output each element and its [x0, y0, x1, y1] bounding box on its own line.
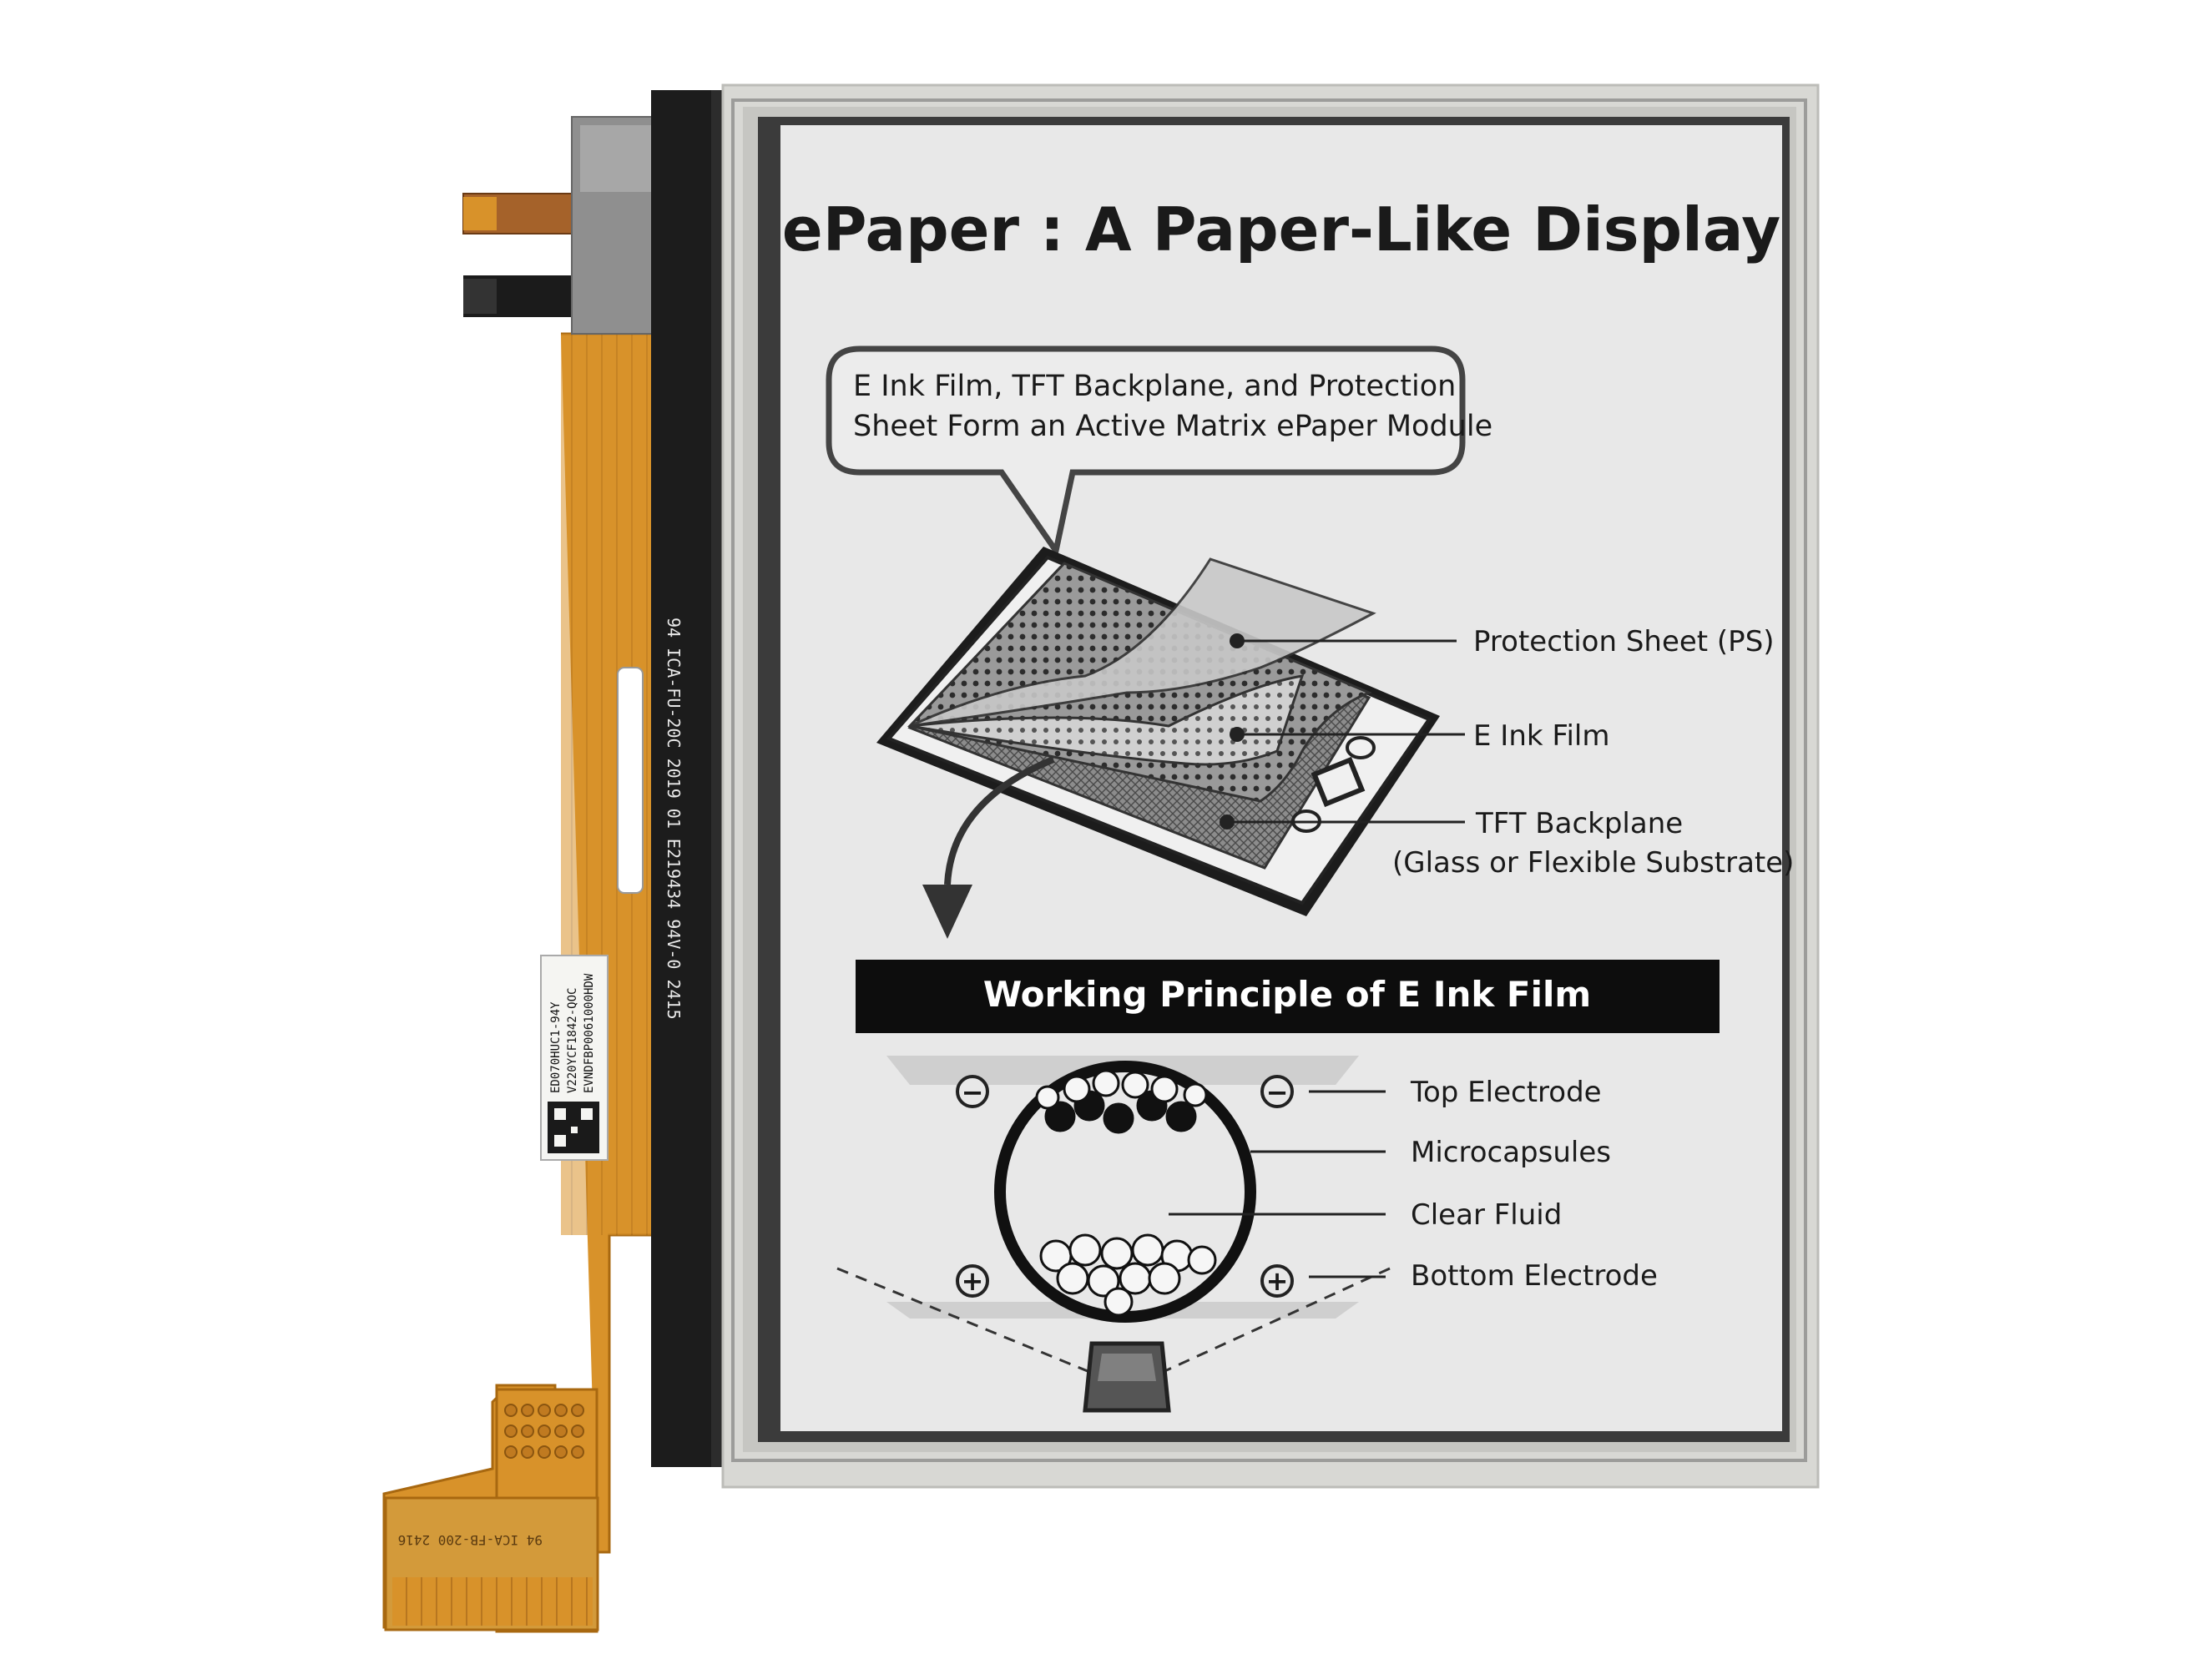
curved-arrow [944, 756, 1055, 885]
device-hole-1 [1346, 736, 1376, 759]
svg-text:ED070HUC1-94Y: ED070HUC1-94Y [549, 1001, 563, 1093]
principle-banner [856, 960, 1720, 1033]
black-particles [1035, 1069, 1208, 1134]
grey-stiffener-top [580, 125, 655, 192]
fpc-print: 94 ICA-FU-20C 2019 01 E219434 94V-0 2415 [664, 618, 684, 1020]
svg-text:EVNDFBP0061000HDW: EVNDFBP0061000HDW [583, 973, 596, 1093]
callout-line-2: Sheet Form an Active Matrix ePaper Modul… [853, 410, 1492, 443]
device-chip [1311, 756, 1366, 808]
label-microcapsules: Microcapsules [1411, 1136, 1611, 1169]
svg-text:V220YCF1842-QOC: V220YCF1842-QOC [566, 988, 579, 1093]
upper-fpc-1-tip [463, 197, 497, 230]
label-top-electrode: Top Electrode [1410, 1076, 1602, 1109]
bezel-slot [617, 667, 644, 894]
eink-film-peel [909, 674, 1305, 766]
label-clear-fluid: Clear Fluid [1411, 1198, 1562, 1232]
minus-sign-right: − [1266, 1077, 1289, 1108]
principle-banner-text: Working Principle of E Ink Film [983, 974, 1591, 1015]
label-tft-substrate: (Glass or Flexible Substrate) [1392, 846, 1794, 880]
microcapsule-diagram: − − + + [836, 1056, 1391, 1413]
plus-sign-right: + [1266, 1265, 1289, 1297]
label-tft-backplane: TFT Backplane [1475, 807, 1683, 840]
small-fpc-text: 94 ICA-FB-200 2416 [398, 1532, 543, 1548]
white-particles [1039, 1233, 1217, 1317]
minus-sign-left: − [962, 1077, 984, 1108]
callout-bubble: E Ink Film, TFT Backplane, and Protectio… [826, 345, 1492, 558]
upper-fpc-2-tip [463, 279, 497, 314]
page-title: ePaper : A Paper-Like Display [782, 194, 1780, 265]
protection-sheet-layer [909, 557, 1376, 728]
callout-line-1: E Ink Film, TFT Backplane, and Protectio… [853, 370, 1456, 403]
driver-bezel: 94 ICA-FU-20C 2019 01 E219434 94V-0 2415 [617, 90, 728, 1467]
layer-stack-illustration [876, 547, 1465, 939]
label-bottom-electrode: Bottom Electrode [1411, 1259, 1658, 1293]
plus-sign-left: + [962, 1265, 984, 1297]
label-eink-film: E Ink Film [1473, 719, 1609, 753]
label-protection-sheet: Protection Sheet (PS) [1473, 625, 1775, 658]
fpc-contact-pads [504, 1404, 584, 1459]
fpc-foot-contacts [392, 1577, 593, 1626]
flex-cable-assembly: 94 ICA-FB-200 2416 ED070HUC1-94Y V220YCF… [382, 116, 672, 1633]
barcode-label: ED070HUC1-94Y V220YCF1842-QOC EVNDFBP006… [540, 955, 609, 1161]
